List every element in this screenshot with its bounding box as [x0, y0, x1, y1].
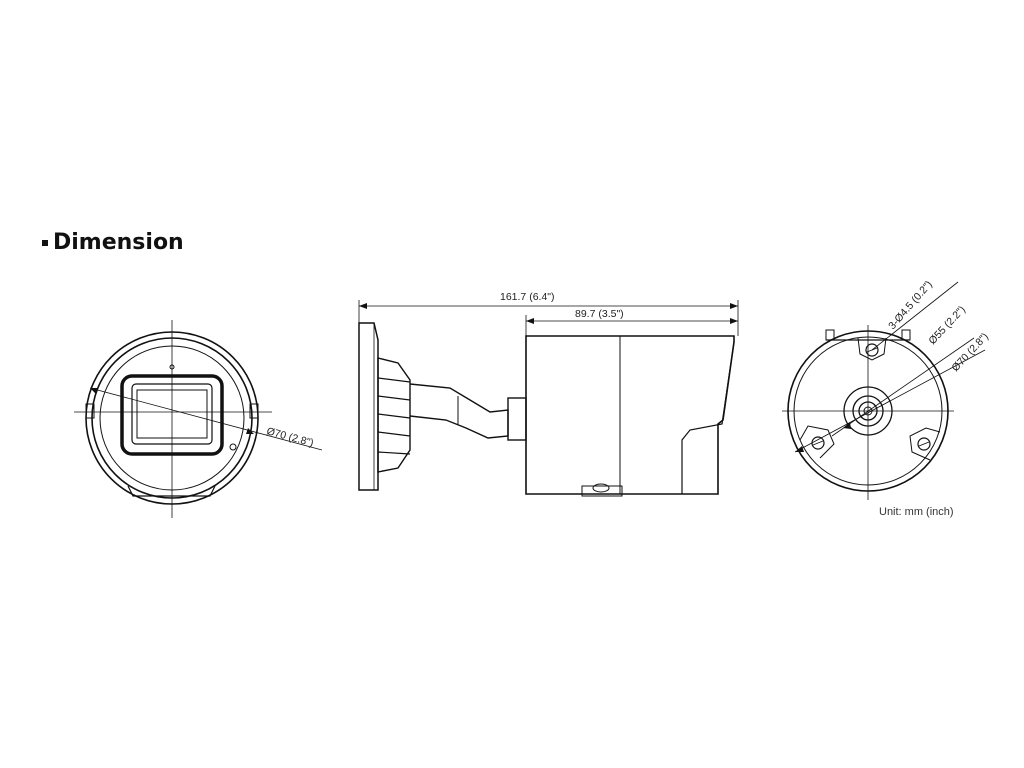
side-ribbed-neck	[377, 357, 411, 473]
side-bottom-screw-box	[581, 485, 623, 497]
rear-boss-top	[857, 337, 887, 361]
side-housing-arrow-right	[730, 318, 738, 324]
page-title: Dimension	[42, 230, 184, 255]
front-side-tab-left	[85, 403, 95, 419]
rear-boss-right	[909, 427, 941, 461]
front-view	[74, 320, 323, 518]
front-arrow-head-end	[246, 428, 254, 434]
side-overall-arrow-left	[359, 303, 367, 309]
rear-hole-leader	[871, 281, 959, 351]
side-sunshield	[681, 341, 735, 494]
rear-inner-arrow	[843, 422, 851, 429]
side-bracket-arm	[409, 383, 509, 439]
front-diameter-leader	[89, 387, 323, 451]
side-neck-rib-3	[377, 413, 411, 419]
rear-outer-arrow	[795, 446, 804, 452]
side-base-plate	[358, 322, 379, 491]
rear-view	[782, 281, 986, 500]
side-joint-collar	[507, 397, 527, 441]
front-diameter-label: Ø70 (2.8")	[265, 425, 315, 449]
side-overall-length-label: 161.7 (6.4")	[500, 291, 555, 303]
side-neck-rib-1	[377, 377, 411, 383]
side-neck-rib-4	[377, 431, 411, 437]
rear-top-tab-left	[825, 329, 835, 341]
rear-hole-right	[917, 437, 931, 451]
side-neck-rib-2	[377, 395, 411, 401]
side-neck-rib-5	[377, 451, 411, 455]
side-housing	[525, 335, 735, 495]
front-bottom-foot	[127, 485, 216, 497]
side-bottom-screw	[592, 483, 610, 493]
bullet-icon	[42, 239, 48, 246]
rear-hole-right-slot	[918, 441, 930, 447]
unit-note: Unit: mm (inch)	[879, 506, 954, 518]
page-title-text: Dimension	[53, 230, 184, 255]
side-overall-arrow-right	[730, 303, 738, 309]
rear-hole-label: 3-Ø4.5 (0.2")	[886, 279, 935, 332]
rear-outer-diameter-leader	[794, 349, 986, 453]
rear-outer-diameter-label: Ø70 (2.8")	[949, 331, 991, 374]
front-side-tab-right	[249, 403, 259, 419]
front-sensor-dot	[229, 443, 237, 451]
rear-hole-left-slot	[812, 440, 824, 446]
side-housing-arrow-left	[526, 318, 534, 324]
rear-inner-diameter-leader	[831, 337, 975, 437]
rear-hole-top	[865, 343, 879, 357]
side-view	[358, 300, 739, 497]
rear-top-tab-right	[901, 329, 911, 341]
side-housing-length-label: 89.7 (3.5")	[575, 308, 624, 320]
front-arrow-head-start	[90, 388, 98, 394]
rear-inner-diameter-label: Ø55 (2.2")	[926, 304, 968, 347]
rear-boss-left	[799, 425, 835, 459]
